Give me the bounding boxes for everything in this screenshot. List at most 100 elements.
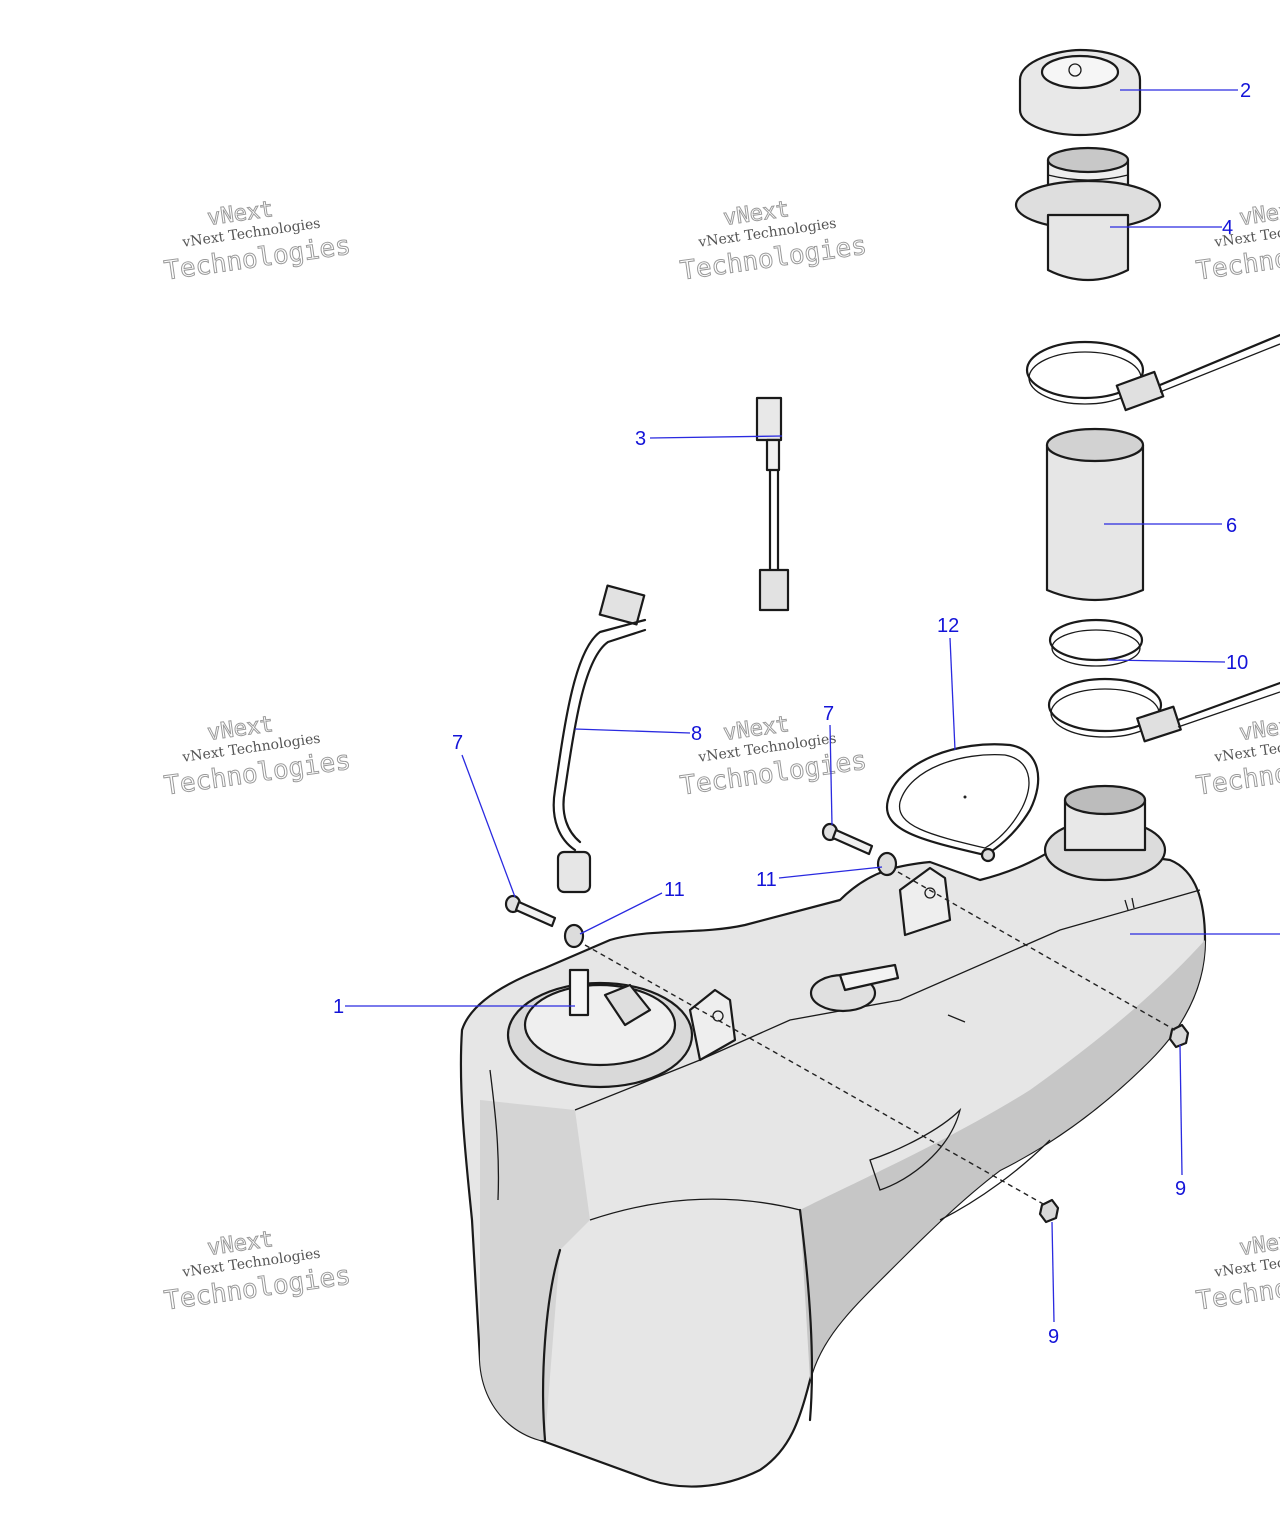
small-clamp-band (1048, 618, 1144, 662)
leader-line-9-right (1179, 1044, 1183, 1176)
vent-hose-connector (598, 584, 646, 626)
tank-marking (947, 1014, 966, 1023)
callout-6: 6 (1226, 515, 1237, 537)
callout-10: 10 (1226, 652, 1248, 674)
retaining-strap-clip (980, 847, 996, 863)
clamp-band (1025, 340, 1145, 400)
mounting-tab (688, 988, 737, 1062)
hose-clamp-lower (1047, 677, 1280, 743)
clamp-tether (1176, 681, 1280, 722)
vent-nipple (838, 963, 900, 992)
retaining-strap-inner (898, 753, 1030, 849)
callout-7-left: 7 (452, 732, 463, 754)
bolt (821, 822, 874, 856)
leader-line-3 (649, 435, 783, 439)
vent-hose-fitting (556, 850, 592, 894)
callout-8: 8 (691, 723, 702, 745)
wire-harness (755, 396, 790, 612)
harness-connector-top (755, 396, 783, 442)
tank-ridge-line (589, 1198, 801, 1221)
callout-1: 1 (333, 996, 344, 1018)
watermark: vNext vNext Technologies Technologies (1194, 1227, 1280, 1317)
washer (876, 851, 898, 877)
fuel-pump-cap (523, 983, 677, 1067)
tank-recess (869, 1107, 962, 1191)
harness-connector-bottom (758, 568, 790, 612)
watermark: vNext vNext Technologies Technologies (162, 1227, 353, 1317)
watermark: vNext vNext Technologies Technologies (1194, 197, 1280, 287)
callout-9-left: 9 (1048, 1326, 1059, 1348)
watermark: vNext vNext Technologies Technologies (1194, 712, 1280, 802)
clamp-band (1047, 677, 1163, 733)
leader-line-9-left (1051, 1221, 1055, 1323)
clamp-screw-housing (1136, 705, 1182, 743)
watermark: vNext vNext Technologies Technologies (162, 712, 353, 802)
callout-9-right: 9 (1175, 1178, 1186, 1200)
callout-4: 4 (1222, 217, 1233, 239)
bolt-shank (831, 828, 874, 856)
fasteners (504, 822, 1190, 1224)
hose-clamp-upper (1025, 333, 1280, 412)
filler-hose-body (1045, 443, 1145, 602)
alignment-line (584, 944, 1046, 1206)
tank-marking (1124, 897, 1135, 911)
small-clamp-band-inner (1051, 629, 1141, 667)
adapter-opening (1046, 146, 1130, 174)
clamp-screw-housing (1115, 370, 1165, 412)
mounting-tab-hole (924, 887, 936, 899)
leader-lines (345, 89, 1280, 1323)
leader-line-11-right (778, 866, 883, 879)
vent-hose-tube (562, 628, 647, 844)
leader-line-11-left (579, 892, 663, 935)
mounting-tab-hole (712, 1010, 724, 1022)
callout-12: 12 (937, 615, 959, 637)
fuel-tank-front-face (480, 1100, 590, 1440)
fuel-pump-connector (603, 983, 652, 1027)
bolt-shank (514, 900, 557, 928)
clamp-tether-line (1159, 343, 1280, 393)
bolt (504, 894, 557, 928)
leader-line-8 (574, 728, 691, 734)
callout-7-right: 7 (823, 703, 834, 725)
washer (563, 923, 585, 949)
alignment-line (897, 871, 1176, 1031)
tank-front-edge (542, 1248, 562, 1442)
callout-11-right: 11 (756, 869, 777, 891)
leader-line-10 (1107, 659, 1226, 663)
watermark: vNext vNext Technologies Technologies (678, 197, 869, 287)
small-clamp (1048, 618, 1144, 667)
tank-vertical-edge (798, 1208, 814, 1422)
callout-2: 2 (1240, 80, 1251, 102)
nut (1038, 1198, 1060, 1224)
clamp-tether (1158, 333, 1280, 387)
filler-hose-opening (1045, 427, 1145, 463)
vent-hose (552, 584, 647, 894)
tank-recess (939, 1139, 1051, 1221)
fuel-pump-assembly (506, 968, 694, 1089)
watermark: vNext vNext Technologies Technologies (678, 712, 869, 802)
strap-center-point (963, 795, 967, 799)
filler-hose (1045, 427, 1145, 602)
retaining-strap-loop (885, 743, 1040, 857)
filler-cap-symbol (1068, 63, 1082, 77)
tank-filler-neck-opening (1063, 784, 1147, 816)
fuel-tank-side-face (800, 940, 1205, 1380)
callout-3: 3 (635, 428, 646, 450)
callout-labels: 1 2 3 4 6 7 7 8 9 9 10 11 11 12 (333, 80, 1251, 1348)
adapter-neck (1046, 213, 1130, 282)
leader-line-7-right (829, 724, 833, 826)
tank-recess (489, 1069, 500, 1201)
vent-hose-tube (552, 618, 647, 852)
leader-line-7-left (461, 754, 516, 898)
fuel-pump-outlet (568, 968, 590, 1017)
harness-connector-neck (765, 438, 781, 472)
retaining-strap (885, 743, 1040, 863)
callout-11-left: 11 (664, 879, 685, 901)
watermark: vNext vNext Technologies Technologies (162, 197, 353, 287)
filler-cap (1018, 48, 1142, 137)
clamp-tether-line (1177, 691, 1280, 728)
mounting-tab (898, 866, 952, 937)
leader-line-12 (949, 637, 956, 751)
filler-neck-adapter (1014, 146, 1162, 282)
